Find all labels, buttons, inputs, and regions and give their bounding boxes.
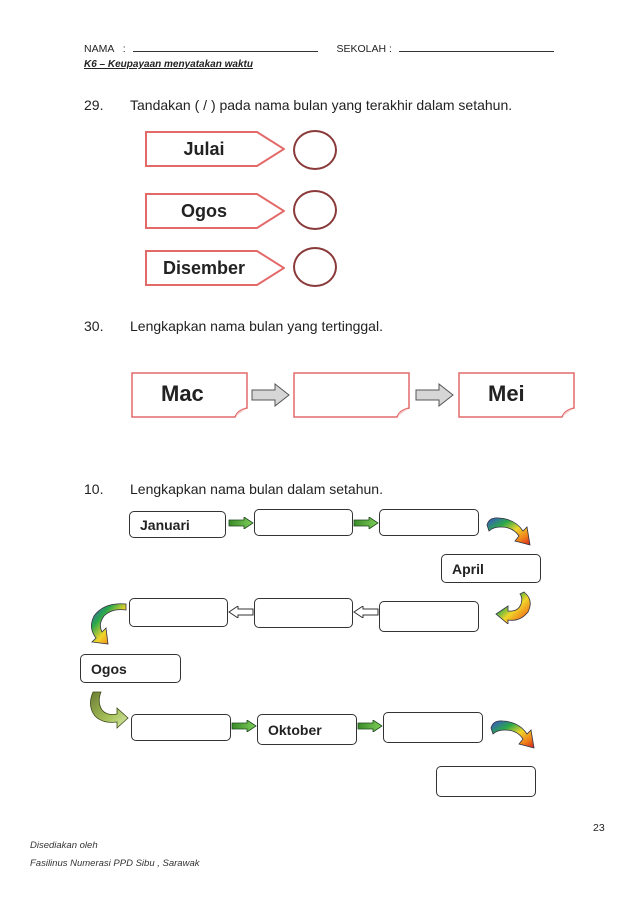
- section-subtitle: K6 – Keupayaan menyatakan waktu: [84, 59, 253, 70]
- q30-box-mei: Mei: [458, 372, 576, 418]
- answer-circle-julai[interactable]: [293, 130, 337, 170]
- curved-arrow-icon: [90, 691, 129, 729]
- month-box-9[interactable]: [131, 714, 231, 741]
- arrow-right-icon: [415, 383, 454, 407]
- option-label: Disember: [162, 257, 246, 278]
- arrow-right-icon: [357, 720, 383, 732]
- curled-note-shape: [458, 372, 575, 418]
- pentagon-julai: Julai: [145, 131, 285, 167]
- answer-circle-ogos[interactable]: [293, 190, 337, 230]
- q30-text: Lengkapkan nama bulan yang tertinggal.: [130, 318, 383, 334]
- curled-note-shape: [293, 372, 410, 418]
- arrow-right-icon: [228, 517, 254, 529]
- month-box-10: Oktober: [257, 714, 357, 745]
- option-label: Julai: [183, 138, 225, 159]
- page-number: 23: [593, 822, 605, 834]
- pentagon-disember: Disember: [145, 250, 285, 286]
- footer-line-2: Fasilinus Numerasi PPD Sibu , Sarawak: [30, 858, 200, 869]
- answer-circle-disember[interactable]: [293, 247, 337, 287]
- curved-arrow-icon: [486, 517, 531, 546]
- footer-line-1: Disediakan oleh: [30, 840, 98, 851]
- month-box-1: Januari: [129, 511, 226, 538]
- curved-arrow-icon: [495, 591, 531, 624]
- month-box-8: Ogos: [80, 654, 181, 683]
- curved-arrow-icon: [91, 603, 127, 645]
- box-label: Mac: [161, 381, 204, 406]
- option-label: Ogos: [180, 200, 227, 221]
- arrow-right-icon: [353, 517, 379, 529]
- month-box-12[interactable]: [436, 766, 536, 797]
- month-box-11[interactable]: [383, 712, 483, 743]
- month-box-2[interactable]: [254, 509, 353, 536]
- q30-box-blank[interactable]: [293, 372, 411, 418]
- month-box-6[interactable]: [254, 598, 353, 628]
- header-line: NAMA : SEKOLAH :: [84, 42, 554, 55]
- q29-number: 29.: [84, 97, 104, 113]
- sekolah-label: SEKOLAH :: [336, 43, 392, 55]
- q30-box-mac: Mac: [131, 372, 249, 418]
- month-box-3[interactable]: [379, 509, 479, 536]
- curved-arrow-icon: [490, 720, 535, 749]
- pentagon-ogos: Ogos: [145, 193, 285, 229]
- nama-colon: :: [122, 43, 126, 55]
- sekolah-field[interactable]: [398, 42, 554, 52]
- nama-field[interactable]: [132, 42, 318, 52]
- pentagon-shape: [145, 250, 285, 286]
- arrow-right-icon: [251, 383, 290, 407]
- month-box-4: April: [441, 554, 541, 583]
- curled-note-shape: [131, 372, 248, 418]
- pentagon-shape: [145, 131, 285, 167]
- q30-number: 30.: [84, 318, 104, 334]
- q10-text: Lengkapkan nama bulan dalam setahun.: [130, 481, 383, 497]
- q10-number: 10.: [84, 481, 104, 497]
- box-label: Mei: [488, 381, 525, 406]
- month-box-5[interactable]: [379, 601, 479, 632]
- arrow-left-icon: [228, 606, 254, 618]
- nama-label: NAMA: [84, 43, 114, 55]
- pentagon-shape: [145, 193, 285, 229]
- arrow-right-icon: [231, 720, 257, 732]
- month-box-7[interactable]: [129, 598, 228, 627]
- q29-text: Tandakan ( / ) pada nama bulan yang tera…: [130, 97, 513, 113]
- arrow-left-icon: [353, 606, 379, 618]
